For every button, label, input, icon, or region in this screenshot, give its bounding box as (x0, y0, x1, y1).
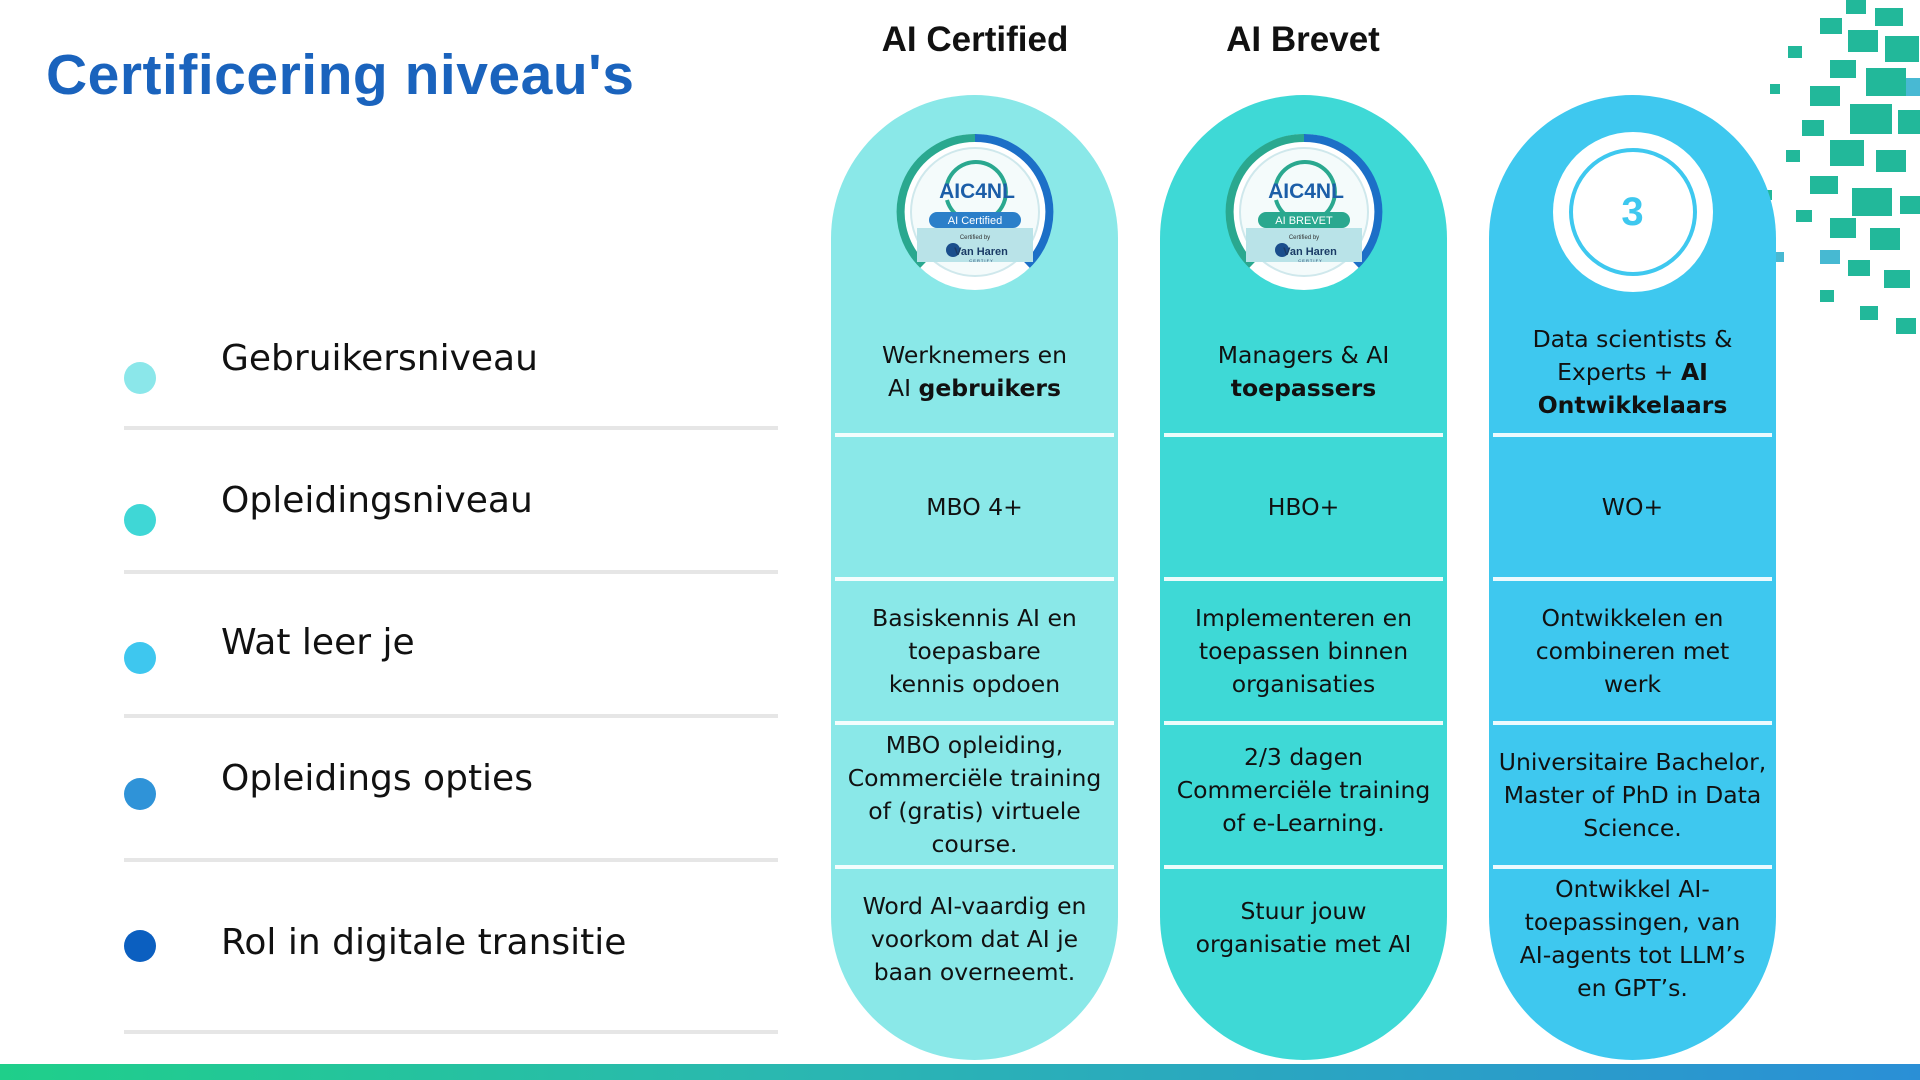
bottom-gradient-bar (0, 1064, 1920, 1080)
row-divider (124, 714, 778, 718)
row-label-text: Opleidings opties (221, 758, 533, 799)
svg-text:Van Haren: Van Haren (954, 246, 1008, 258)
row-label-text: Rol in digitale transitie (221, 922, 627, 963)
svg-text:Certified by: Certified by (1288, 235, 1318, 241)
cell-separator (835, 721, 1114, 725)
cell-opleidingsniveau: WO+ (1601, 492, 1664, 521)
column-header-ai-brevet: AI Brevet (1226, 20, 1380, 59)
row-divider (124, 858, 778, 862)
cell-separator (1493, 433, 1772, 437)
row-label-text: Wat leer je (221, 622, 415, 663)
page-title: Certificering niveau's (46, 43, 635, 107)
cell-separator (835, 865, 1114, 869)
level-3-badge-icon: 3 (1552, 132, 1713, 292)
cell-separator (1164, 721, 1443, 725)
cell-rol: Ontwikkel AI-toepassingen, van AI-agents… (1519, 875, 1746, 1002)
svg-text:AIC4NL: AIC4NL (939, 180, 1015, 203)
cell-wat-leer-je: Implementeren en toepassen binnen organi… (1195, 603, 1412, 698)
svg-text:Van Haren: Van Haren (1283, 246, 1337, 258)
row-divider (124, 426, 778, 430)
cell-gebruikersniveau: Data scientists & Experts + AI Ontwikkel… (1532, 324, 1733, 419)
column-ai-certified: AIC4NL AI Certified Certified by Van Har… (831, 95, 1118, 1060)
cell-opleidingsniveau: HBO+ (1267, 492, 1340, 521)
row-divider (124, 1030, 778, 1034)
ai-brevet-badge-icon: AIC4NL AI BREVET Certified by Van Haren … (1225, 133, 1382, 290)
bullet-dot (124, 362, 156, 394)
column-ai-brevet: AIC4NL AI BREVET Certified by Van Haren … (1160, 95, 1447, 1060)
cell-opleidings-opties: MBO opleiding, Commerciële training of (… (847, 731, 1102, 858)
cell-opleidings-opties: Universitaire Bachelor, Master of PhD in… (1498, 747, 1767, 842)
cell-rol: Word AI-vaardig en voorkom dat AI je baa… (862, 891, 1087, 986)
svg-text:AIC4NL: AIC4NL (1268, 180, 1344, 203)
row-label-text: Gebruikersniveau (221, 338, 538, 379)
svg-text:C E R T I F Y: C E R T I F Y (1298, 258, 1322, 263)
column-level-3: 3 Data scientists & Experts + AI Ontwikk… (1489, 95, 1776, 1060)
bullet-dot (124, 642, 156, 674)
svg-text:C E R T I F Y: C E R T I F Y (969, 258, 993, 263)
cell-separator (1493, 577, 1772, 581)
row-divider (124, 570, 778, 574)
row-label-gebruikersniveau: Gebruikersniveau (124, 286, 780, 430)
column-header-ai-certified: AI Certified (881, 20, 1069, 59)
row-label-rol: Rol in digitale transitie (124, 882, 780, 1034)
cell-separator (1493, 721, 1772, 725)
svg-text:Certified by: Certified by (959, 235, 989, 241)
cell-opleidings-opties: 2/3 dagen Commerciële training of e-Lear… (1176, 742, 1431, 837)
level-3-number: 3 (1621, 189, 1644, 234)
bullet-dot (124, 930, 156, 962)
cell-separator (1164, 433, 1443, 437)
level-3-badge-ring: 3 (1568, 148, 1697, 276)
bullet-dot (124, 504, 156, 536)
cell-wat-leer-je: Basiskennis AI en toepasbare kennis opdo… (872, 603, 1077, 698)
cell-wat-leer-je: Ontwikkelen en combineren met werk (1535, 603, 1730, 698)
row-label-opleidings-opties: Opleidings opties (124, 718, 780, 862)
cell-opleidingsniveau: MBO 4+ (926, 492, 1023, 521)
row-label-opleidingsniveau: Opleidingsniveau (124, 430, 780, 574)
bullet-dot (124, 778, 156, 810)
svg-text:AI Certified: AI Certified (947, 215, 1001, 227)
row-label-text: Opleidingsniveau (221, 480, 533, 521)
cell-rol: Stuur jouw organisatie met AI (1195, 897, 1412, 958)
cell-separator (1164, 865, 1443, 869)
row-label-wat-leer-je: Wat leer je (124, 574, 780, 718)
svg-text:AI BREVET: AI BREVET (1275, 215, 1333, 227)
cell-separator (835, 433, 1114, 437)
cell-separator (1164, 577, 1443, 581)
cell-separator (835, 577, 1114, 581)
ai-certified-badge-icon: AIC4NL AI Certified Certified by Van Har… (896, 133, 1053, 290)
cell-separator (1493, 865, 1772, 869)
